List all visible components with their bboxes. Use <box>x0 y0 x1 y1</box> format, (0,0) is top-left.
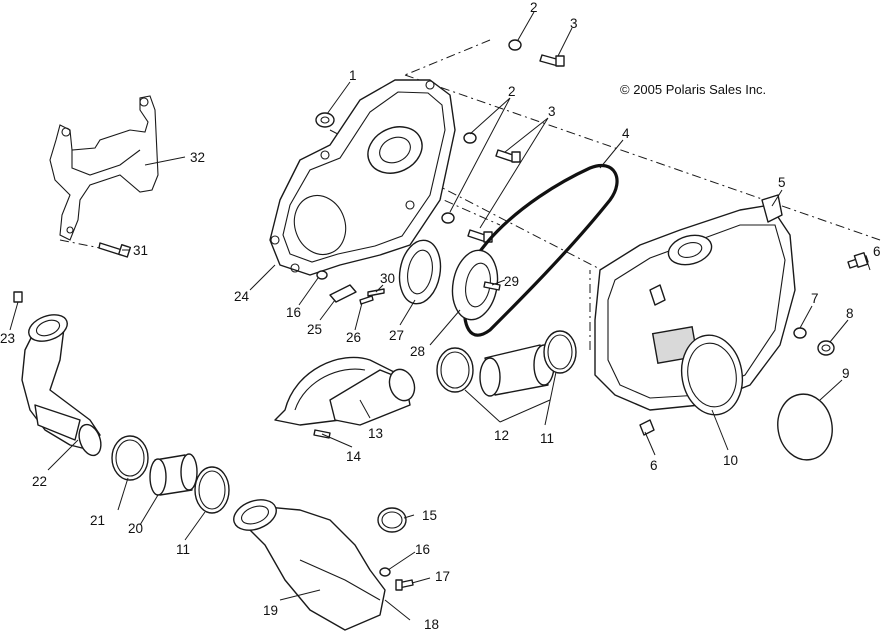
drive-belt-part-4 <box>462 164 619 337</box>
mounting-bracket-part-32 <box>49 95 159 241</box>
screw-part-26 <box>359 295 374 305</box>
callout-8: 8 <box>846 306 854 321</box>
clamp-part-21 <box>111 435 149 481</box>
callout-5: 5 <box>778 175 786 190</box>
callout-22: 22 <box>32 474 47 489</box>
clamp-part-11-left <box>194 466 230 514</box>
callout-6-bottom: 6 <box>650 458 658 473</box>
copyright-notice: © 2005 Polaris Sales Inc. <box>620 82 766 97</box>
callout-14: 14 <box>346 449 362 464</box>
callout-31: 31 <box>133 243 148 258</box>
callout-4: 4 <box>622 126 630 141</box>
seal-part-27 <box>398 239 442 305</box>
callout-13: 13 <box>368 426 383 441</box>
callout-11-center: 11 <box>540 431 554 446</box>
clamp-part-11-center-right <box>543 330 577 374</box>
callout-26: 26 <box>346 330 361 345</box>
callout-3-mid: 3 <box>548 104 556 119</box>
lower-duct-part-19 <box>233 499 386 631</box>
callout-12: 12 <box>494 428 509 443</box>
clamp-part-15 <box>377 507 407 533</box>
nut-part-7 <box>793 327 807 339</box>
bolt-part-31 <box>98 242 132 258</box>
seal-part-1 <box>315 112 335 128</box>
callout-19: 19 <box>263 603 278 618</box>
callout-2-mid: 2 <box>508 84 516 99</box>
callout-9: 9 <box>842 366 850 381</box>
bolt-part-3 <box>467 54 565 243</box>
coupler-part-20 <box>149 453 198 496</box>
callout-20: 20 <box>128 521 143 536</box>
clip-part-25 <box>329 284 357 303</box>
clamp-part-11-center-left <box>436 347 474 393</box>
callout-6-right: 6 <box>873 244 881 259</box>
intake-duct-part-13 <box>274 356 416 426</box>
outlet-duct-part-22 <box>21 314 102 457</box>
callout-16-lower: 16 <box>415 542 430 557</box>
callout-32: 32 <box>190 150 205 165</box>
callout-16-upper: 16 <box>286 305 301 320</box>
washer-part-16-lower <box>379 567 391 577</box>
callout-18: 18 <box>424 617 439 632</box>
callout-10: 10 <box>723 453 738 468</box>
seal-part-9 <box>777 393 833 461</box>
callout-7: 7 <box>811 291 819 306</box>
callout-3-top: 3 <box>570 16 578 31</box>
bolt-part-6 <box>639 252 869 436</box>
callout-23: 23 <box>0 331 15 346</box>
callout-30: 30 <box>380 271 395 286</box>
callout-17: 17 <box>435 569 450 584</box>
coupler-part-12 <box>479 344 555 397</box>
plug-part-8 <box>817 340 835 356</box>
callout-1: 1 <box>349 68 357 83</box>
callout-21: 21 <box>90 513 105 528</box>
pin-part-30 <box>367 288 385 297</box>
callout-24: 24 <box>234 289 250 304</box>
callout-11-left: 11 <box>176 542 190 557</box>
callout-28: 28 <box>410 344 425 359</box>
screw-part-23 <box>13 291 23 303</box>
callout-leader-lines <box>9 11 871 621</box>
callout-27: 27 <box>389 328 404 343</box>
washer-part-2 <box>441 39 522 224</box>
callout-2-top: 2 <box>530 0 538 15</box>
duct-outlet-part-10 <box>680 334 744 416</box>
callout-25: 25 <box>307 322 322 337</box>
callout-29: 29 <box>504 274 519 289</box>
callout-15: 15 <box>422 508 437 523</box>
washer-part-16-upper <box>316 270 328 280</box>
inner-clutch-cover-part-24 <box>269 79 456 276</box>
screw-part-17 <box>395 579 414 591</box>
